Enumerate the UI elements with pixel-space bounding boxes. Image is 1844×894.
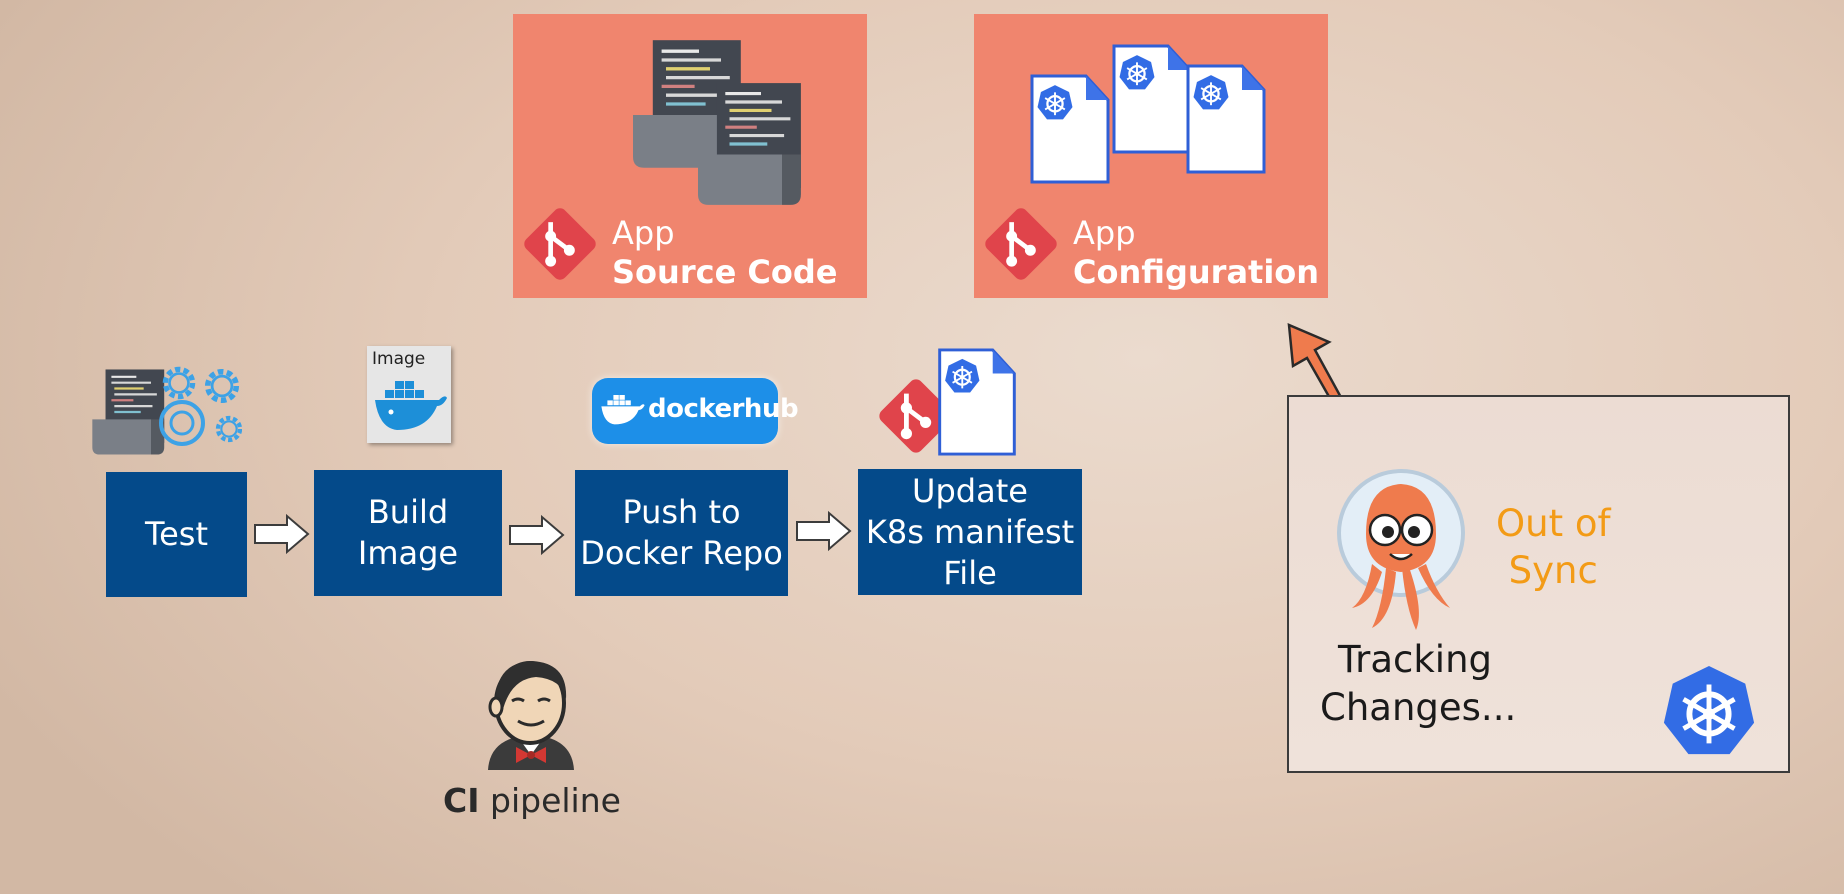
test-icon bbox=[92, 362, 242, 456]
tracking-changes-label: Tracking Changes... bbox=[1320, 638, 1517, 729]
ci-label-rest: pipeline bbox=[490, 781, 621, 820]
k8s-manifest-icon bbox=[1028, 44, 1268, 204]
repo-title-line2: Source Code bbox=[612, 253, 838, 291]
out-of-sync-status: Out of Sync bbox=[1496, 502, 1611, 592]
ci-pipeline-label: CI pipeline bbox=[443, 781, 621, 820]
docker-whale-icon bbox=[601, 395, 645, 425]
arrow-right-icon bbox=[253, 513, 311, 555]
dockerhub-logo: dockerhub bbox=[592, 378, 799, 444]
app-configuration-repo: App Configuration bbox=[974, 14, 1328, 298]
repo-title-line1: App bbox=[1073, 214, 1136, 252]
step-test: Test bbox=[106, 472, 247, 597]
image-label: Image bbox=[372, 349, 426, 369]
git-icon bbox=[521, 205, 599, 283]
app-source-code-repo: App Source Code bbox=[513, 14, 867, 298]
k8s-manifest-icon bbox=[935, 348, 1019, 456]
argocd-icon bbox=[1337, 469, 1465, 630]
docker-whale-icon bbox=[375, 381, 447, 430]
step-update-k8s-manifest: Update K8s manifest File bbox=[858, 469, 1082, 595]
arrow-right-icon bbox=[795, 510, 853, 552]
kubernetes-icon bbox=[1658, 663, 1760, 761]
step-build-image: Build Image bbox=[314, 470, 502, 596]
jenkins-icon bbox=[488, 661, 574, 770]
dockerhub-label: dockerhub bbox=[648, 394, 799, 424]
arrow-right-icon bbox=[508, 514, 566, 556]
code-document-icon bbox=[633, 38, 803, 207]
step-push-docker-repo: Push to Docker Repo bbox=[575, 470, 788, 596]
repo-title-line1: App bbox=[612, 214, 675, 252]
docker-image-icon: Image bbox=[367, 346, 451, 443]
ci-label-bold: CI bbox=[443, 781, 480, 820]
git-icon bbox=[982, 205, 1060, 283]
repo-title-line2: Configuration bbox=[1073, 253, 1320, 291]
